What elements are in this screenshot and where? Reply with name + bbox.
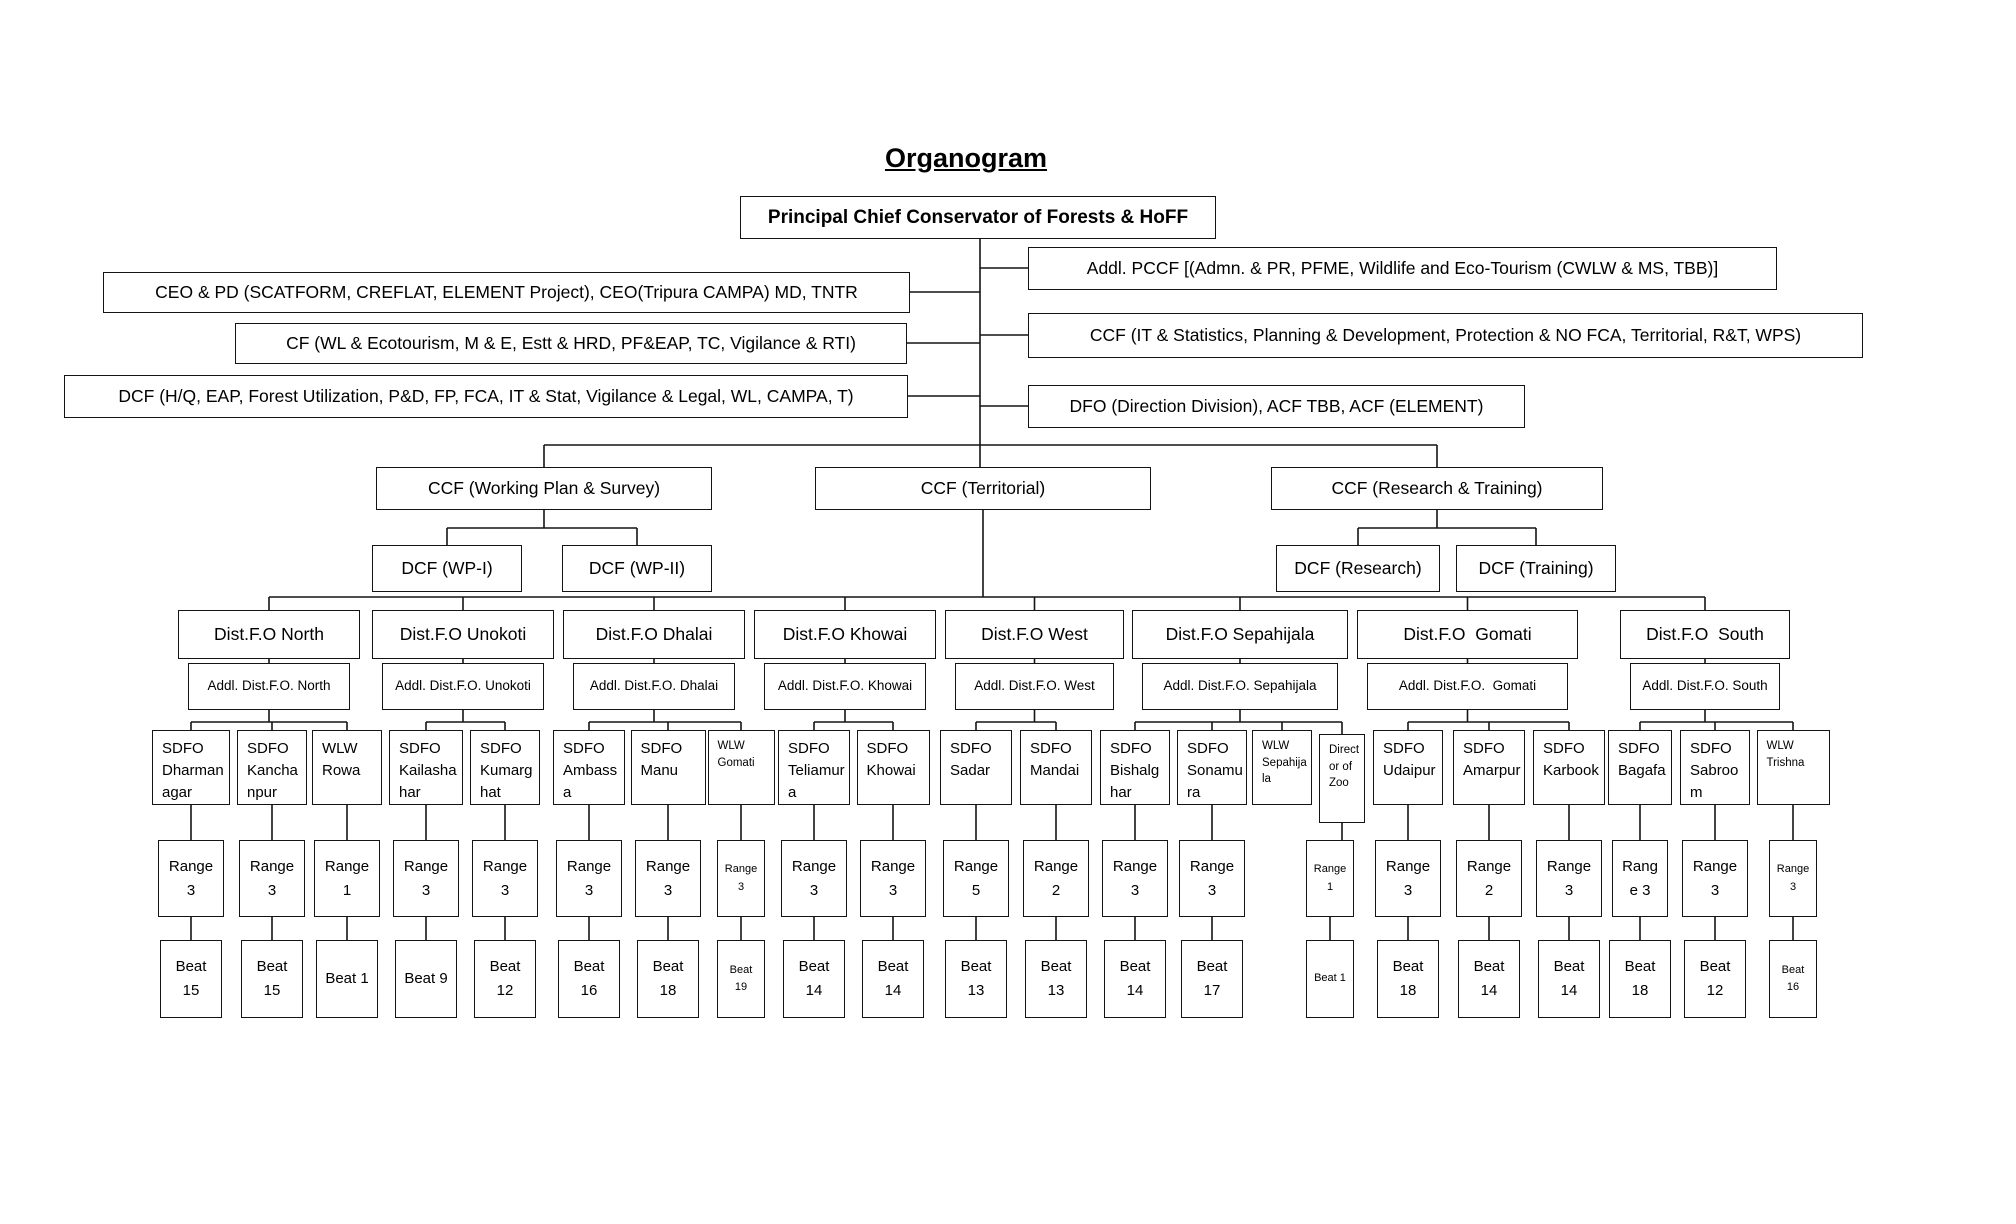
sdfo-box: SDFO Teliamura — [778, 730, 850, 805]
range-box: Range 3 — [1682, 840, 1748, 917]
officer-box-ccf-functions: CCF (IT & Statistics, Planning & Develop… — [1028, 313, 1863, 358]
officer-box-dcf-hq: DCF (H/Q, EAP, Forest Utilization, P&D, … — [64, 375, 908, 418]
district-box: Dist.F.O Gomati — [1357, 610, 1578, 659]
beat-box: Beat 9 — [395, 940, 457, 1018]
ccf-research-training-box: CCF (Research & Training) — [1271, 467, 1603, 510]
beat-box: Beat 14 — [862, 940, 924, 1018]
beat-box: Beat 1 — [316, 940, 378, 1018]
sdfo-box: SDFO Kumarghat — [470, 730, 540, 805]
sdfo-box: SDFO Kanchanpur — [237, 730, 307, 805]
addl-district-box: Addl. Dist.F.O. South — [1630, 663, 1780, 710]
sdfo-box: SDFO Kailashahar — [389, 730, 463, 805]
addl-district-box: Addl. Dist.F.O. Khowai — [764, 663, 926, 710]
addl-district-box: Addl. Dist.F.O. North — [188, 663, 350, 710]
addl-district-box: Addl. Dist.F.O. Unokoti — [382, 663, 544, 710]
range-box: Range 3 — [239, 840, 305, 917]
beat-box: Beat 17 — [1181, 940, 1243, 1018]
range-box: Range 2 — [1456, 840, 1522, 917]
sdfo-box: SDFO Sadar — [940, 730, 1012, 805]
beat-box: Beat 14 — [1458, 940, 1520, 1018]
chart-title: Organogram — [884, 143, 1048, 173]
beat-box: Beat 12 — [1684, 940, 1746, 1018]
sdfo-box: SDFO Dharmanagar — [152, 730, 230, 805]
wlw-box: WLW Gomati — [707, 730, 775, 805]
range-box: Range 3 — [158, 840, 224, 917]
wlw-box: WLW Sepahijala — [1252, 730, 1312, 805]
ccf-territorial-box: CCF (Territorial) — [815, 467, 1151, 510]
beat-box: Beat 16 — [558, 940, 620, 1018]
dcf-wp1-box: DCF (WP-I) — [372, 545, 522, 592]
sdfo-box: SDFO Ambassa — [553, 730, 625, 805]
beat-box: Beat 14 — [1104, 940, 1166, 1018]
range-box: Range 3 — [1612, 840, 1668, 917]
sdfo-box: WLW Rowa — [312, 730, 382, 805]
beat-box: Beat 18 — [1609, 940, 1671, 1018]
beat-box: Beat 15 — [241, 940, 303, 1018]
sdfo-box: SDFO Amarpur — [1453, 730, 1525, 805]
sdfo-box: SDFO Khowai — [856, 730, 930, 805]
addl-district-box: Addl. Dist.F.O. Dhalai — [573, 663, 735, 710]
beat-box: Beat 15 — [160, 940, 222, 1018]
wlw-box: WLW Trishna — [1756, 730, 1830, 805]
range-box: Range 3 — [717, 840, 765, 917]
sdfo-box: SDFO Manu — [630, 730, 706, 805]
sdfo-box: SDFO Udaipur — [1373, 730, 1443, 805]
sdfo-box: SDFO Sabroom — [1680, 730, 1750, 805]
zoo-director-box: Director of Zoo — [1319, 734, 1365, 823]
range-box: Range 3 — [635, 840, 701, 917]
beat-box: Beat 14 — [783, 940, 845, 1018]
addl-district-box: Addl. Dist.F.O. West — [955, 663, 1114, 710]
dcf-wp2-box: DCF (WP-II) — [562, 545, 712, 592]
range-box: Range 3 — [1769, 840, 1817, 917]
officer-box-cf: CF (WL & Ecotourism, M & E, Estt & HRD, … — [235, 323, 907, 364]
district-box: Dist.F.O Dhalai — [563, 610, 745, 659]
district-box: Dist.F.O Unokoti — [372, 610, 554, 659]
sdfo-box: SDFO Karbook — [1533, 730, 1605, 805]
sdfo-box: SDFO Mandai — [1020, 730, 1092, 805]
beat-box: Beat 19 — [717, 940, 765, 1018]
beat-box: Beat 16 — [1769, 940, 1817, 1018]
beat-box: Beat 13 — [945, 940, 1007, 1018]
range-box: Range 3 — [860, 840, 926, 917]
range-box: Range 3 — [556, 840, 622, 917]
range-box: Range 3 — [1102, 840, 1168, 917]
dcf-research-box: DCF (Research) — [1276, 545, 1440, 592]
sdfo-box: SDFO Bishalghar — [1100, 730, 1170, 805]
range-box: Range 2 — [1023, 840, 1089, 917]
beat-box: Beat 14 — [1538, 940, 1600, 1018]
district-box: Dist.F.O South — [1620, 610, 1790, 659]
district-box: Dist.F.O North — [178, 610, 360, 659]
beat-box: Beat 12 — [474, 940, 536, 1018]
range-box: Range 1 — [314, 840, 380, 917]
range-box: Range 3 — [393, 840, 459, 917]
officer-box-addl-pccf: Addl. PCCF [(Admn. & PR, PFME, Wildlife … — [1028, 247, 1777, 290]
range-box: Range 3 — [472, 840, 538, 917]
range-box: Range 5 — [943, 840, 1009, 917]
beat-box: Beat 13 — [1025, 940, 1087, 1018]
range-box: Range 1 — [1306, 840, 1354, 917]
beat-box: Beat 18 — [637, 940, 699, 1018]
range-box: Range 3 — [781, 840, 847, 917]
district-box: Dist.F.O West — [945, 610, 1124, 659]
root-box: Principal Chief Conservator of Forests &… — [740, 196, 1216, 239]
range-box: Range 3 — [1375, 840, 1441, 917]
range-box: Range 3 — [1536, 840, 1602, 917]
addl-district-box: Addl. Dist.F.O. Sepahijala — [1142, 663, 1338, 710]
beat-box: Beat 1 — [1306, 940, 1354, 1018]
addl-district-box: Addl. Dist.F.O. Gomati — [1367, 663, 1568, 710]
district-box: Dist.F.O Khowai — [754, 610, 936, 659]
range-box: Range 3 — [1179, 840, 1245, 917]
beat-box: Beat 18 — [1377, 940, 1439, 1018]
officer-box-dfo-direction: DFO (Direction Division), ACF TBB, ACF (… — [1028, 385, 1525, 428]
dcf-training-box: DCF (Training) — [1456, 545, 1616, 592]
district-box: Dist.F.O Sepahijala — [1132, 610, 1348, 659]
officer-box-ceo-pd: CEO & PD (SCATFORM, CREFLAT, ELEMENT Pro… — [103, 272, 910, 313]
sdfo-box: SDFO Bagafa — [1608, 730, 1672, 805]
ccf-working-plan-box: CCF (Working Plan & Survey) — [376, 467, 712, 510]
sdfo-box: SDFO Sonamura — [1177, 730, 1247, 805]
